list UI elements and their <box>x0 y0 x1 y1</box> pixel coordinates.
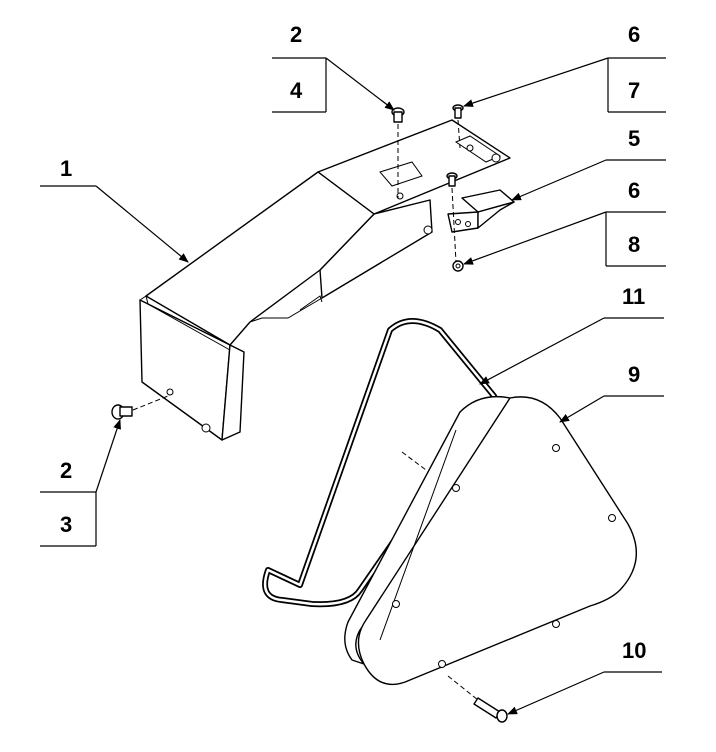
callout-6-mid: 6 <box>628 178 640 203</box>
bolt-10 <box>447 675 508 723</box>
callout-10: 10 <box>622 638 646 663</box>
part-9-belt-guard <box>344 395 637 686</box>
callout-4: 4 <box>290 78 303 103</box>
callout-5: 5 <box>628 126 640 151</box>
screw-2-bottom <box>111 395 169 420</box>
callout-2-bottom: 2 <box>60 458 72 483</box>
bracket-5 <box>447 189 515 233</box>
screw-6-top <box>452 104 464 149</box>
nut-8 <box>452 260 464 272</box>
callout-7: 7 <box>628 78 640 103</box>
callout-leaders <box>40 57 666 715</box>
callout-9: 9 <box>628 362 640 387</box>
screw-6-mid <box>446 172 458 263</box>
callout-3: 3 <box>60 512 72 537</box>
screw-2-top <box>391 107 405 198</box>
callout-1: 1 <box>60 156 72 181</box>
callout-8: 8 <box>628 232 640 257</box>
callout-11: 11 <box>622 284 645 309</box>
part-11-belt <box>262 318 497 608</box>
callout-2-top: 2 <box>290 22 302 47</box>
callout-labels: 1 2 4 6 7 5 6 8 11 9 2 3 10 <box>60 22 646 663</box>
part-1-upper-guard <box>139 119 511 441</box>
callout-6-top: 6 <box>628 22 640 47</box>
